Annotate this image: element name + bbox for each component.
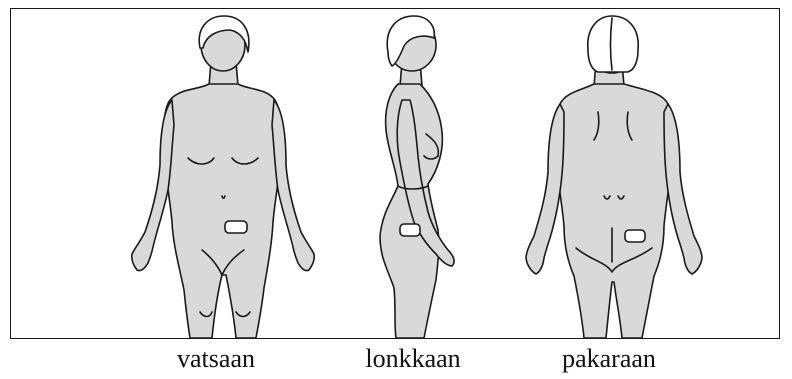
back-right-arm	[664, 104, 702, 274]
label-buttock: pakaraan	[519, 342, 699, 376]
front-right-arm	[272, 100, 314, 271]
back-figure	[526, 16, 702, 338]
back-left-arm	[526, 104, 564, 274]
back-hair	[588, 16, 638, 72]
front-torso	[164, 84, 281, 338]
label-thigh: lonkkaan	[323, 342, 503, 376]
side-figure	[380, 16, 454, 338]
back-injection-site	[625, 230, 645, 242]
side-injection-site	[400, 224, 420, 236]
front-injection-site	[225, 221, 247, 233]
front-figure	[132, 16, 314, 338]
back-torso	[555, 84, 673, 338]
front-left-arm	[132, 100, 174, 271]
label-abdomen: vatsaan	[126, 342, 306, 376]
